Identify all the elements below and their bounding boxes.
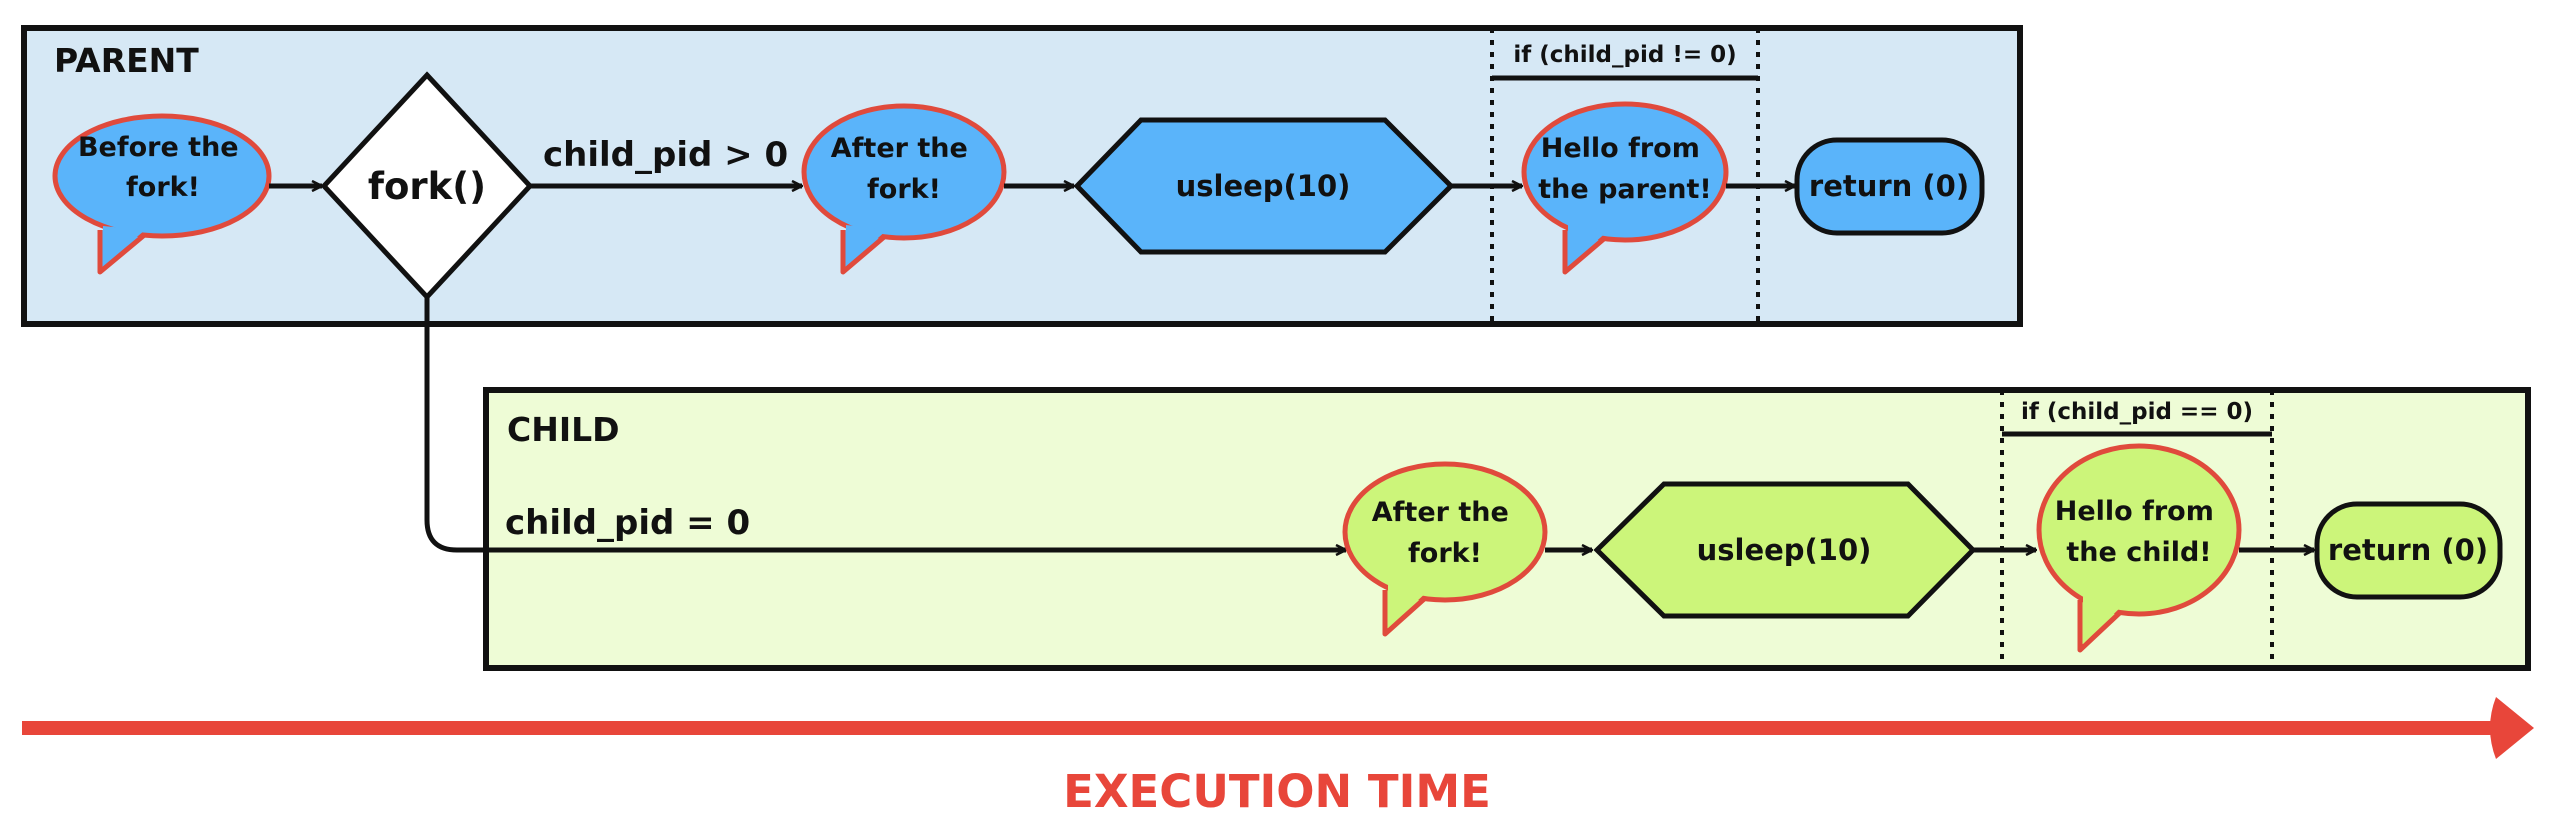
- parent-condition-label: if (child_pid != 0): [1513, 42, 1736, 68]
- bubble-child-after-line2: fork!: [1408, 538, 1482, 569]
- bubble-before-fork: Before the fork!: [52, 113, 272, 275]
- parent-edge-label: child_pid > 0: [543, 135, 788, 175]
- parent-usleep-node: usleep(10): [1073, 117, 1455, 255]
- child-usleep-label: usleep(10): [1697, 533, 1872, 567]
- parent-lane-title: PARENT: [54, 41, 199, 80]
- fork-label: fork(): [368, 165, 486, 208]
- svg-text:After the fork!: After the fork!: [831, 133, 977, 205]
- bubble-hello-child-line1: Hello from: [2055, 496, 2214, 527]
- execution-time-label: EXECUTION TIME: [1063, 765, 1491, 818]
- bubble-before-fork-line1: Before the: [78, 132, 239, 163]
- svg-text:Hello from the child!: Hello from the child!: [2055, 496, 2224, 568]
- child-condition-label: if (child_pid == 0): [2021, 399, 2253, 425]
- bubble-hello-child-line2: the child!: [2066, 537, 2211, 568]
- execution-time-arrow: [22, 697, 2534, 759]
- child-condition-region: if (child_pid == 0): [2000, 390, 2274, 668]
- child-return-node: return (0): [2314, 501, 2503, 600]
- parent-return-node: return (0): [1794, 137, 1985, 236]
- child-edge-label: child_pid = 0: [505, 503, 750, 543]
- bubble-before-fork-line2: fork!: [126, 172, 200, 203]
- edge-fork-to-child: [424, 297, 1346, 550]
- bubble-child-after-fork: After the fork!: [1342, 461, 1548, 637]
- svg-text:After the fork!: After the fork!: [1372, 497, 1518, 569]
- svg-text:Hello from the parent!: Hello from the parent!: [1538, 133, 1711, 205]
- parent-condition-region: if (child_pid != 0): [1490, 28, 1760, 324]
- child-lane-title: CHILD: [507, 410, 620, 449]
- parent-usleep-label: usleep(10): [1176, 169, 1351, 203]
- bubble-parent-after-line2: fork!: [867, 174, 941, 205]
- bubble-hello-parent-line2: the parent!: [1538, 174, 1711, 205]
- child-usleep-node: usleep(10): [1593, 481, 1977, 619]
- bubble-hello-parent: Hello from the parent!: [1521, 101, 1729, 275]
- bubble-hello-parent-line1: Hello from: [1541, 133, 1700, 164]
- bubble-child-after-line1: After the: [1372, 497, 1509, 528]
- bubble-parent-after-fork: After the fork!: [801, 103, 1007, 275]
- parent-return-label: return (0): [1809, 169, 1969, 203]
- svg-text:Before the fork!: Before the fork!: [78, 132, 248, 203]
- bubble-hello-child: Hello from the child!: [2036, 443, 2242, 653]
- bubble-parent-after-line1: After the: [831, 133, 968, 164]
- child-return-label: return (0): [2328, 533, 2488, 567]
